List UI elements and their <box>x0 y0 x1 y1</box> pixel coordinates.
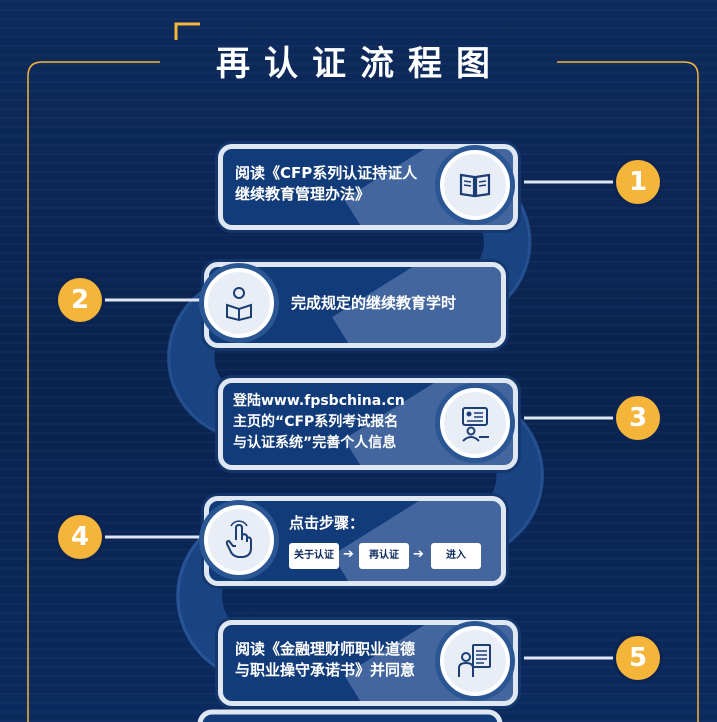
step-4-line-1: 点击步骤： <box>289 514 365 532</box>
page-title: 再认证流程图 <box>216 44 504 84</box>
open-book-icon <box>440 150 510 220</box>
step-3-line-1: 登陆www.fpsbchina.cn <box>233 393 405 409</box>
arrow-right-icon: ➔ <box>413 547 424 562</box>
step-1-line-1: 阅读《CFP系列认证持证人 <box>235 164 418 182</box>
person-document-icon <box>440 626 510 696</box>
enter-button[interactable]: 进入 <box>431 543 481 569</box>
step-5-line-1: 阅读《金融理财师职业道德 <box>235 640 416 658</box>
step-1-card: 阅读《CFP系列认证持证人 继续教育管理办法》 <box>218 144 518 230</box>
step-4-number: 4 <box>58 515 102 559</box>
tap-hand-icon <box>204 505 274 575</box>
step-3-line-2: 主页的“CFP系列考试报名 <box>233 414 399 430</box>
arrow-right-icon: ➔ <box>343 547 354 562</box>
step-1-number: 1 <box>616 160 660 204</box>
step-5-text: 阅读《金融理财师职业道德 与职业操守承诺书》并同意 <box>235 639 415 681</box>
step-1-line-2: 继续教育管理办法》 <box>235 185 371 203</box>
step-3-line-3: 与认证系统”完善个人信息 <box>233 435 397 451</box>
step-3-text: 登陆www.fpsbchina.cn 主页的“CFP系列考试报名 与认证系统”完… <box>233 391 405 454</box>
step-5-line-2: 与职业操守承诺书》并同意 <box>235 661 416 679</box>
step-2-number: 2 <box>58 278 102 322</box>
step-2-line-1: 完成规定的继续教育学时 <box>291 294 457 312</box>
recertification-button[interactable]: 再认证 <box>359 543 409 569</box>
step-3-number: 3 <box>616 396 660 440</box>
person-reading-icon <box>204 268 274 338</box>
person-at-computer-icon <box>440 388 510 458</box>
about-certification-button[interactable]: 关于认证 <box>289 543 339 569</box>
step-5-number: 5 <box>616 636 660 680</box>
step-1-text: 阅读《CFP系列认证持证人 继续教育管理办法》 <box>235 163 417 205</box>
